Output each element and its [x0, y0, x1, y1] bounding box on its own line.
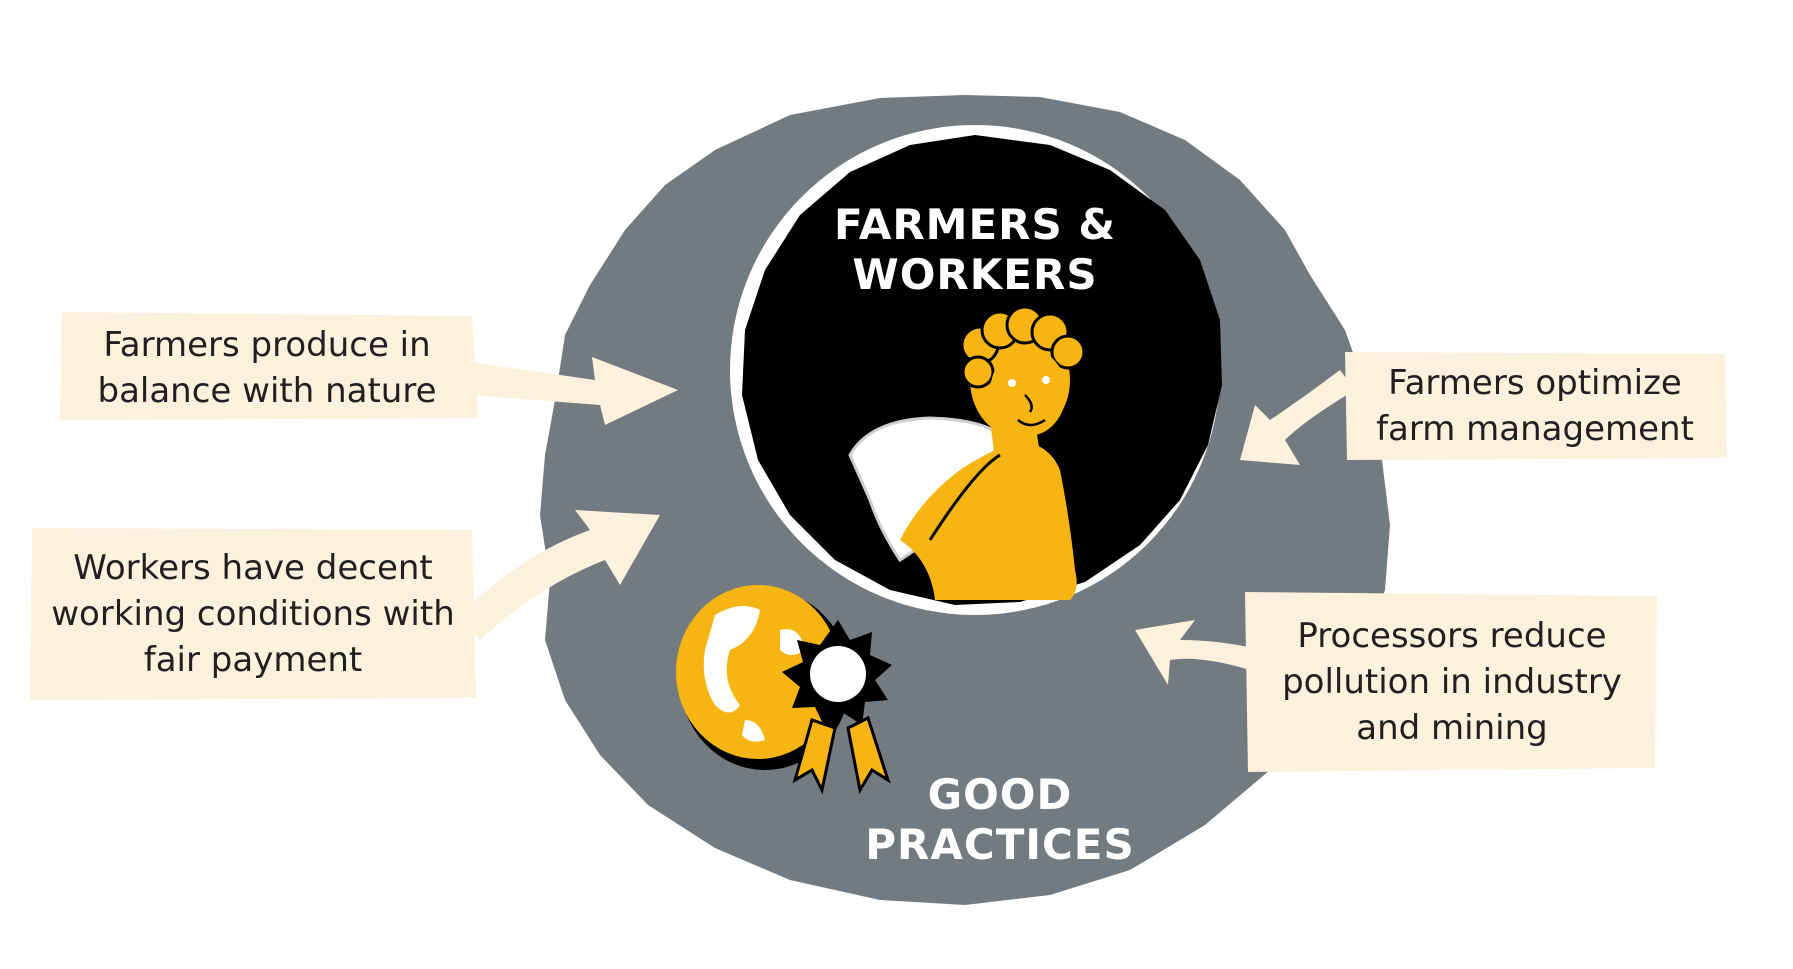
box-processors-pollution: Processors reduce pollution in industry … — [1247, 596, 1657, 768]
globe-with-award-ribbon-icon — [676, 585, 892, 795]
outer-title: GOOD PRACTICES — [865, 770, 1135, 869]
arrows — [460, 357, 1355, 685]
box-workers-conditions: Workers have decent working conditions w… — [32, 530, 474, 698]
inner-title: FARMERS & WORKERS — [833, 200, 1117, 299]
box-farmers-nature: Farmers produce in balance with nature — [62, 318, 472, 418]
arrow-right-top — [1240, 370, 1355, 465]
box-farmers-nature-text: Farmers produce in balance with nature — [97, 325, 437, 411]
box-workers-conditions-text: Workers have decent working conditions w… — [51, 548, 455, 680]
box-farm-management: Farmers optimize farm management — [1345, 354, 1725, 458]
arrow-right-bottom — [1135, 620, 1262, 685]
arrow-left-bottom — [460, 510, 660, 640]
box-processors-pollution-text: Processors reduce pollution in industry … — [1282, 616, 1622, 748]
arrow-left-top — [470, 357, 678, 425]
box-farm-management-text: Farmers optimize farm management — [1376, 363, 1694, 449]
farmer-with-sack-icon — [848, 305, 1086, 600]
text-box-shapes — [30, 312, 1727, 772]
